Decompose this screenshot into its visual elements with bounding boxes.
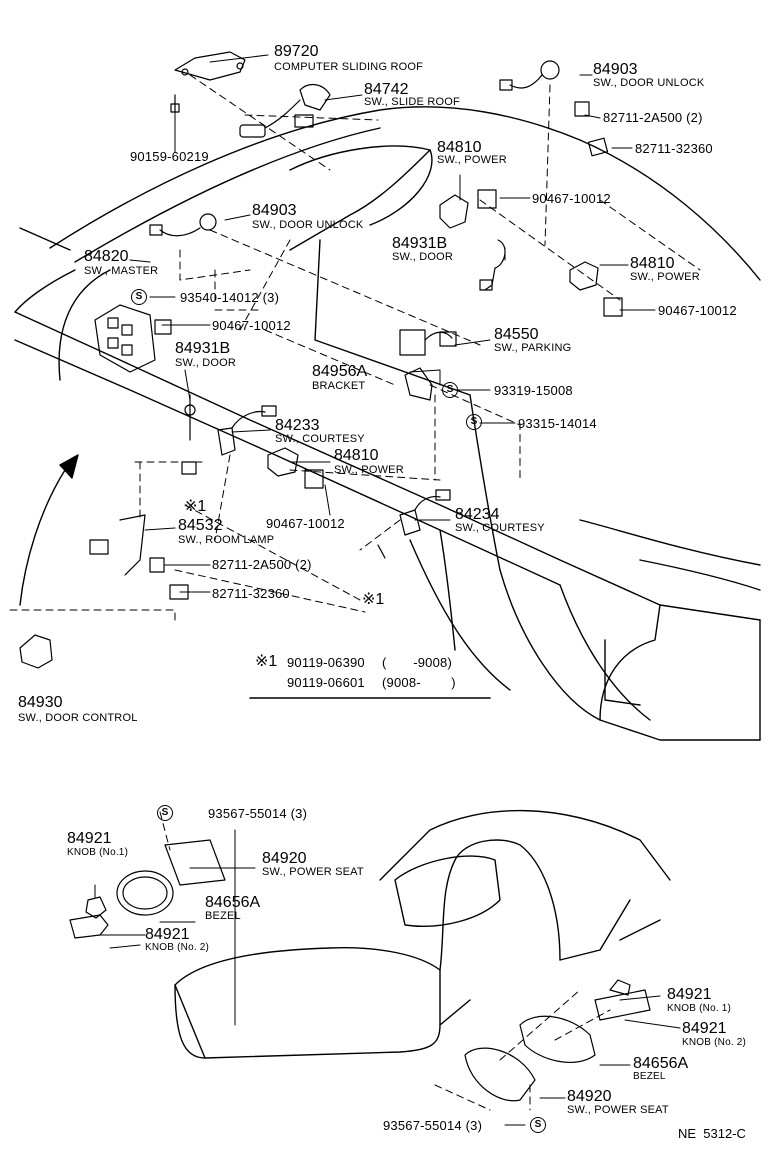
part-desc-84920: SW., POWER SEAT [567,1104,669,1116]
part-desc-84656a: BEZEL [633,1071,666,1082]
part-number-84930: 84930 [18,694,63,711]
part-desc-84921: KNOB (No.1) [67,847,129,858]
direction-arrow [20,455,78,605]
part-desc-84810: SW., POWER [437,154,507,166]
part-number-93319-15008: 93319-15008 [494,383,573,398]
s-symbol: S [131,289,147,305]
ref-row1-part: 90119-06390 [287,655,365,670]
part-desc-84234: SW., COURTESY [455,522,545,534]
part-number-93567-55014: 93567-55014 (3) [383,1118,483,1133]
part-number-90467-10012: 90467-10012 [266,516,345,531]
part-number-84956a: 84956A [312,363,368,380]
ref-row2-part: 90119-06601 [287,675,365,690]
part-number-84921: 84921 [667,986,712,1003]
part-desc-84742: SW., SLIDE ROOF [364,96,460,108]
part-desc-84956a: BRACKET [312,380,366,392]
part-number-82711-2a500: 82711-2A500 (2) [603,110,703,125]
part-desc-89720: COMPUTER SLIDING ROOF [274,61,424,73]
part-desc-84532: SW., ROOM LAMP [178,534,275,546]
part-number-82711-2a500: 82711-2A500 (2) [212,557,312,572]
part-number-93540-14012: 93540-14012 (3) [180,290,280,305]
part-number-84532: 84532 [178,517,223,534]
part-desc-84931b: SW., DOOR [392,251,454,263]
part-number-90467-10012: 90467-10012 [532,191,611,206]
part-number-84920: 84920 [262,850,307,867]
ref-mark: ※1 [362,591,385,608]
part-number-84931b: 84931B [175,340,231,357]
part-number-90467-10012: 90467-10012 [658,303,737,318]
seat-outline [175,811,670,1058]
part-desc-84903: SW., DOOR UNLOCK [593,77,705,89]
part-desc-84233: SW., COURTESY [275,433,365,445]
part-number-84810: 84810 [630,255,675,272]
part-number-84820: 84820 [84,248,129,265]
part-desc-84921: KNOB (No. 1) [667,1003,732,1014]
part-number-84233: 84233 [275,417,320,434]
part-desc-84920: SW., POWER SEAT [262,866,364,878]
part-desc-84656a: BEZEL [205,910,241,922]
figure-code: NE 5312-C [678,1126,746,1141]
part-number-84903: 84903 [252,202,297,219]
part-number-82711-32360: 82711-32360 [635,141,713,156]
ref-table-mark: ※1 [255,653,278,670]
part-number-84234: 84234 [455,506,500,523]
part-number-84656a: 84656A [205,894,261,911]
s-symbol: S [530,1117,546,1133]
part-number-82711-32360: 82711-32360 [212,586,290,601]
part-desc-84930: SW., DOOR CONTROL [18,712,138,724]
part-number-90159-60219: 90159-60219 [130,149,209,164]
ref-mark: ※1 [184,498,207,515]
part-number-89720: 89720 [274,43,319,60]
part-number-84656a: 84656A [633,1055,689,1072]
part-desc-84820: SW., MASTER [84,265,159,277]
part-number-84921: 84921 [67,830,112,847]
s-symbol: S [442,382,458,398]
part-number-84810: 84810 [334,447,379,464]
part-number-84920: 84920 [567,1088,612,1105]
part-number-84810: 84810 [437,139,482,156]
part-desc-84810: SW., POWER [630,271,700,283]
ref-row2-range: (9008- ) [382,675,456,690]
part-number-84903: 84903 [593,61,638,78]
part-number-84550: 84550 [494,326,539,343]
part-desc-84921: KNOB (No. 2) [682,1037,747,1048]
part-desc-84550: SW., PARKING [494,342,572,354]
part-desc-84921: KNOB (No. 2) [145,942,210,953]
part-number-93567-55014: 93567-55014 (3) [208,806,308,821]
part-number-84921: 84921 [682,1020,727,1037]
part-number-93315-14014: 93315-14014 [518,416,597,431]
car-body-outline [15,107,760,740]
part-number-84742: 84742 [364,81,409,98]
part-desc-84931b: SW., DOOR [175,357,237,369]
s-symbol: S [466,414,482,430]
part-number-90467-10012: 90467-10012 [212,318,291,333]
leader-lines [95,55,680,1125]
part-number-84931b: 84931B [392,235,448,252]
dashed-lines [10,75,700,1110]
part-desc-84810: SW., POWER [334,464,404,476]
ref-row1-range: ( -9008) [382,655,452,670]
part-desc-84903: SW., DOOR UNLOCK [252,219,364,231]
s-symbol: S [157,805,173,821]
part-number-84921: 84921 [145,926,190,943]
part-sketches [20,52,650,1101]
